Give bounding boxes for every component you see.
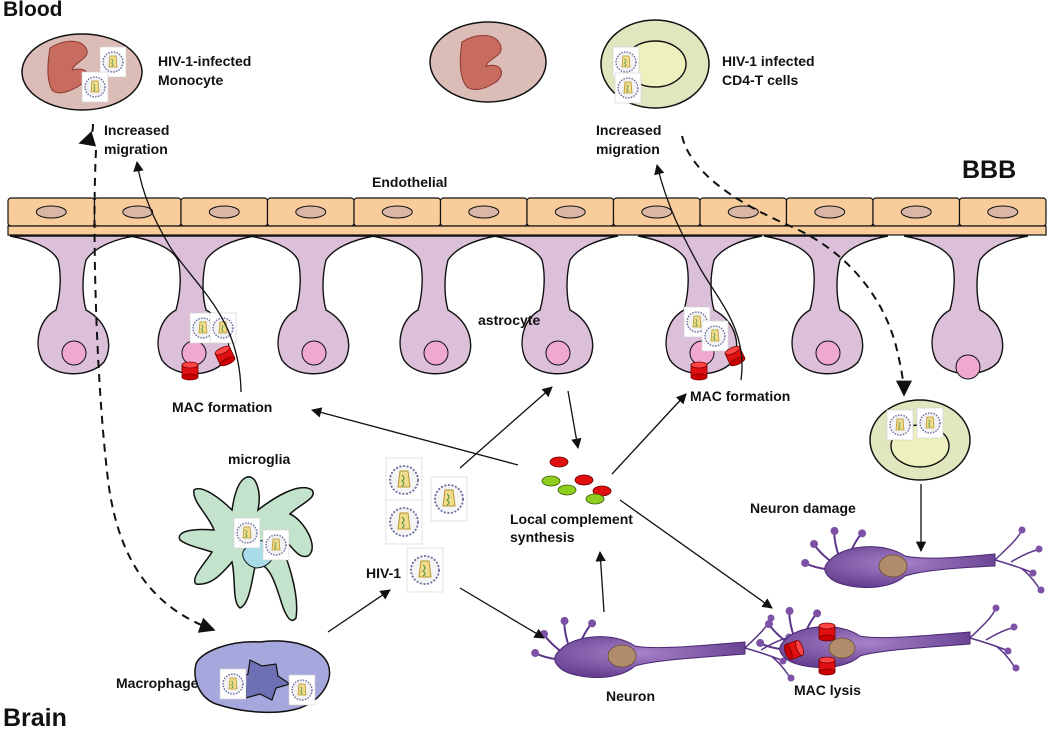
arrow-icon <box>133 160 242 393</box>
hiv-virion-icon <box>406 547 444 593</box>
arrow-icon <box>459 386 553 469</box>
endothelial-cell <box>7 197 96 227</box>
endothelial-cell <box>353 197 442 227</box>
hiv-1-label: HIV-1 <box>366 565 402 581</box>
astrocyte-label: astrocyte <box>478 312 541 328</box>
astrocyte-cell <box>9 235 135 375</box>
astrocyte-layer <box>9 235 1029 380</box>
mac-formation-right-label: MAC formation <box>690 388 791 404</box>
endothelial-cell <box>872 197 961 227</box>
migration-left-line2: migration <box>104 141 168 157</box>
pathway-arrows <box>133 160 927 639</box>
region-brain-label: Brain <box>3 704 67 732</box>
arrow-icon <box>595 550 606 613</box>
microglia-label: microglia <box>228 451 291 467</box>
hiv-virion-icon <box>219 668 247 700</box>
neuron-healthy <box>528 614 795 682</box>
arrow-icon <box>567 390 582 450</box>
neuron-damage-label: Neuron damage <box>750 500 856 516</box>
arrow-icon <box>78 123 97 147</box>
region-blood-label: Blood <box>3 0 63 21</box>
basement-membrane <box>7 225 1047 236</box>
mac-formation-left-label: MAC formation <box>172 399 273 415</box>
arrow-icon <box>93 149 216 633</box>
arrow-icon <box>681 135 912 397</box>
complement-label-line2: synthesis <box>510 529 575 545</box>
endothelial-cell <box>785 197 874 227</box>
hiv-virion-icon <box>288 674 316 706</box>
hiv-virion-icon <box>612 46 640 78</box>
cd4-label-line2: CD4-T cells <box>722 72 799 88</box>
endothelial-cell <box>439 197 528 227</box>
mac-complex-icon <box>181 361 199 381</box>
migration-right-line2: migration <box>596 141 660 157</box>
complement-proteins <box>541 456 612 505</box>
migration-left-line1: Increased <box>104 122 170 138</box>
endothelial-cell <box>958 197 1047 227</box>
hiv-virion-icon <box>916 407 944 439</box>
neuron-label: Neuron <box>606 688 655 704</box>
mac-lysis-label: MAC lysis <box>794 682 861 698</box>
migration-right-line1: Increased <box>596 122 662 138</box>
monocyte-label-line2: Monocyte <box>158 72 224 88</box>
neuron-damaged <box>798 524 1045 594</box>
microglia-cell <box>178 476 314 621</box>
endothelial-cell <box>266 197 355 227</box>
hiv-virion-icon <box>233 517 261 549</box>
mac-complex-icon <box>818 656 836 676</box>
endothelial-cell <box>93 197 182 227</box>
astrocyte-cell <box>903 235 1029 380</box>
macrophage-cell <box>194 640 331 714</box>
astrocyte-cell <box>371 235 497 375</box>
arrow-icon <box>654 163 743 381</box>
hiv-virion-icon <box>385 457 423 503</box>
hiv-virion-icon <box>430 476 468 522</box>
migration-dashed-arrows <box>78 123 912 633</box>
hiv-virion-icon <box>614 72 642 104</box>
astrocyte-cell <box>249 235 375 375</box>
hiv-virion-icon <box>81 71 109 103</box>
cd4-t-cell-in-brain <box>869 399 971 481</box>
bbb-label: BBB <box>962 156 1017 184</box>
hiv-virion-icon <box>262 529 290 561</box>
monocyte-label-line1: HIV-1-infected <box>158 53 252 69</box>
neuron-mac-lysis <box>753 604 1020 676</box>
arrow-icon <box>611 393 687 475</box>
endothelial-label: Endothelial <box>372 174 448 190</box>
hiv-infected-cd4-t-cell <box>600 19 710 109</box>
mac-complex-icon <box>690 361 708 381</box>
uninfected-monocyte <box>429 21 547 103</box>
astrocyte-cell <box>763 235 889 375</box>
endothelial-cell <box>612 197 701 227</box>
endothelial-cell <box>526 197 615 227</box>
hiv-virion-icon <box>701 320 729 352</box>
arrow-icon <box>327 589 391 633</box>
endothelial-layer <box>7 197 1047 236</box>
astrocyte-cell <box>493 235 619 375</box>
complement-label-line1: Local complement <box>510 511 633 527</box>
arrow-icon <box>310 407 519 466</box>
cd4-label-line1: HIV-1 infected <box>722 53 815 69</box>
macrophage-label: Macrophage <box>116 675 199 691</box>
endothelial-cell <box>180 197 269 227</box>
mac-complex-icon <box>818 622 836 642</box>
hiv-virion-icon <box>385 499 423 545</box>
hiv-infected-monocyte <box>21 33 143 111</box>
arrow-icon <box>459 587 545 639</box>
arrow-icon <box>619 499 773 609</box>
astrocyte-cell <box>637 235 763 375</box>
endothelial-cell <box>699 197 788 227</box>
hiv-virion-icon <box>886 409 914 441</box>
